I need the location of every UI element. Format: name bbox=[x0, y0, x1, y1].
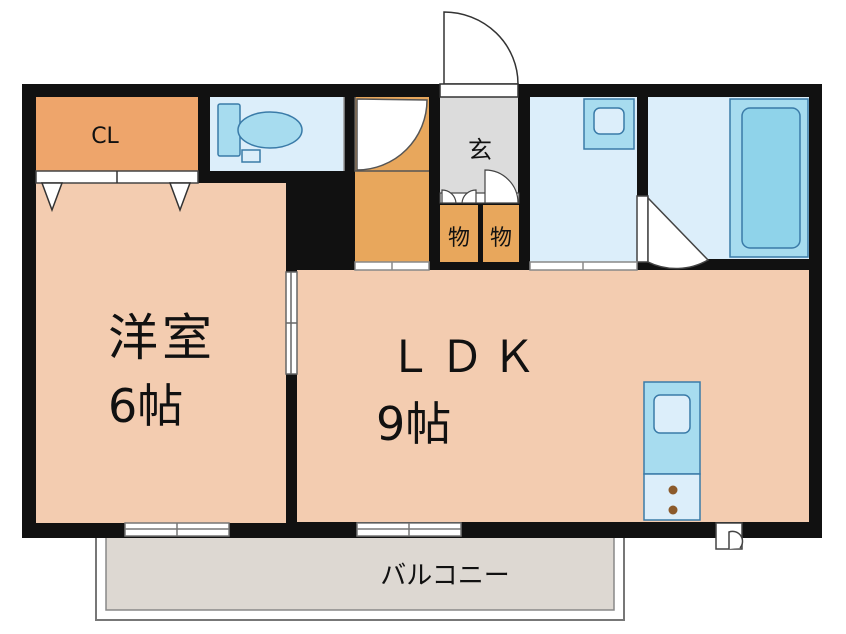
storage-left-label: 物 bbox=[448, 226, 470, 251]
western-room bbox=[36, 183, 286, 523]
bath-door-swing-icon bbox=[636, 195, 710, 270]
storage-left bbox=[440, 205, 478, 262]
ldk-name: ＬＤＫ bbox=[388, 332, 544, 383]
storage-right-label: 物 bbox=[490, 226, 512, 251]
exterior-hatch-icon bbox=[715, 522, 744, 550]
western-room-size: 6帖 bbox=[108, 379, 183, 433]
bathtub-icon bbox=[729, 98, 809, 258]
storage-right bbox=[483, 205, 519, 262]
stove-icon bbox=[643, 473, 701, 521]
western-room-name: 洋室 bbox=[108, 309, 216, 367]
sliding-door-icon bbox=[285, 271, 298, 375]
washbasin-icon bbox=[583, 98, 635, 150]
closet-label: CL bbox=[91, 124, 119, 149]
toilet-door-swing-icon bbox=[343, 97, 429, 172]
window-icon bbox=[124, 522, 462, 537]
closet-door-icon bbox=[35, 170, 199, 213]
balcony bbox=[95, 529, 625, 621]
closet bbox=[36, 97, 198, 171]
ldk bbox=[297, 270, 809, 522]
kitchen-sink-icon bbox=[643, 381, 701, 475]
entry-door-swing-icon bbox=[439, 11, 519, 98]
hall-opening bbox=[354, 261, 638, 271]
entrance-label: 玄 bbox=[468, 136, 492, 164]
toilet-icon bbox=[217, 103, 303, 163]
ldk-size: 9帖 bbox=[376, 397, 451, 451]
storage-door-icon bbox=[439, 169, 520, 204]
balcony-label: バルコニー bbox=[380, 561, 509, 591]
